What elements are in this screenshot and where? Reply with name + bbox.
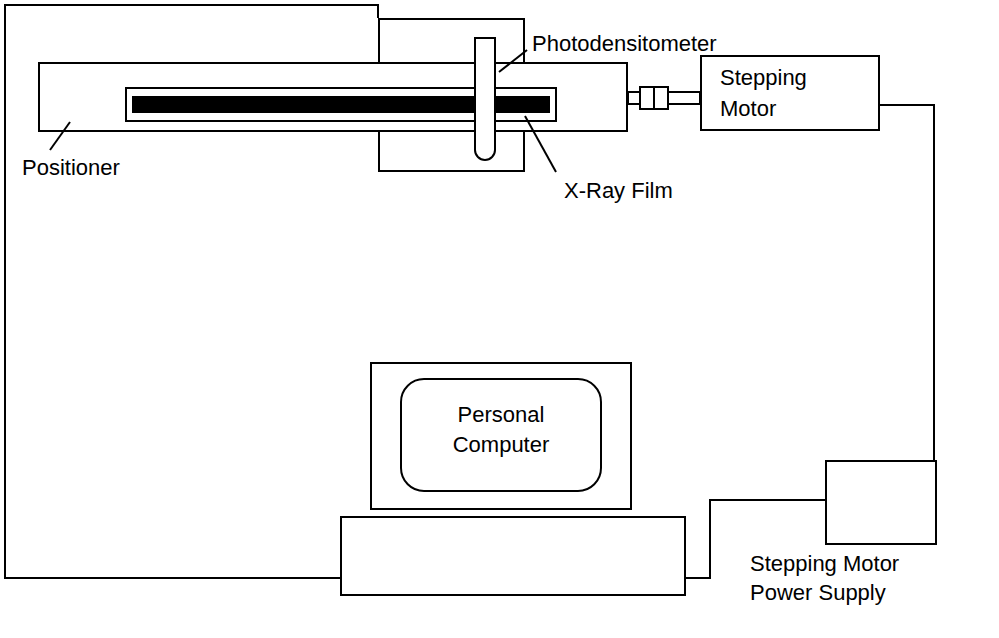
shaft — [628, 92, 640, 104]
part-label: Stepping Motor Power Supply — [750, 550, 950, 607]
connector-group — [5, 5, 934, 578]
signal-wire — [880, 105, 934, 460]
x-ray-film: X-Ray Film — [125, 87, 557, 122]
box-label: Personal Computer — [431, 400, 571, 459]
shaft — [668, 92, 700, 104]
box-label: Stepping Motor — [720, 63, 845, 125]
computer-base — [340, 516, 686, 596]
power-supply-box: Stepping Motor Power Supply — [825, 460, 937, 545]
film-band — [132, 96, 550, 113]
positioner-stage: PositionerX-Ray Film — [38, 62, 628, 132]
part-label: Positioner — [22, 154, 182, 183]
computer-unit: Personal Computer — [340, 362, 686, 596]
coupling — [640, 87, 668, 109]
coupling-joint — [653, 87, 655, 109]
shaft-coupling — [628, 87, 700, 109]
process-box: Stepping Motor — [700, 55, 880, 131]
part-label: X-Ray Film — [564, 177, 734, 206]
